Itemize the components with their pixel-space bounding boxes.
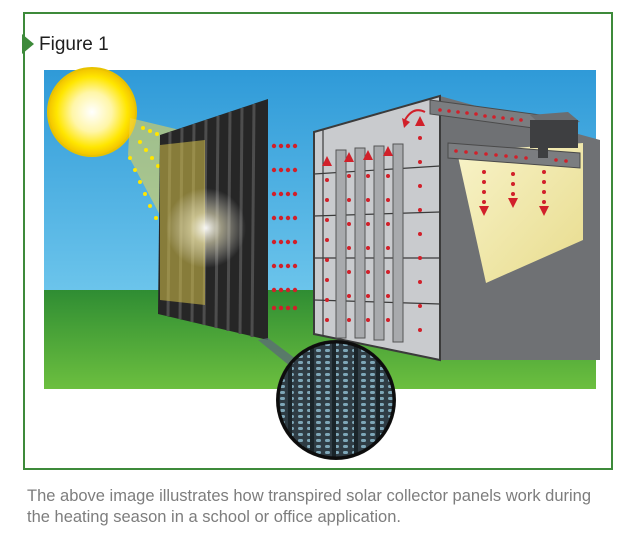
air-entering-rows bbox=[271, 143, 298, 311]
figure-marker-icon bbox=[22, 34, 34, 54]
sun-icon bbox=[47, 67, 137, 157]
figure-caption: The above image illustrates how transpir… bbox=[27, 487, 592, 526]
perforated-panel-magnifier bbox=[258, 338, 396, 460]
ventilation-fan-unit bbox=[530, 112, 580, 158]
transpired-collector-panel bbox=[158, 99, 268, 340]
air-rising-columns bbox=[322, 116, 425, 332]
figure-title: Figure 1 bbox=[39, 34, 109, 55]
air-descending-arrows bbox=[479, 170, 549, 216]
air-duct-flow bbox=[402, 108, 568, 163]
heated-air-flow-arrows bbox=[271, 108, 568, 332]
